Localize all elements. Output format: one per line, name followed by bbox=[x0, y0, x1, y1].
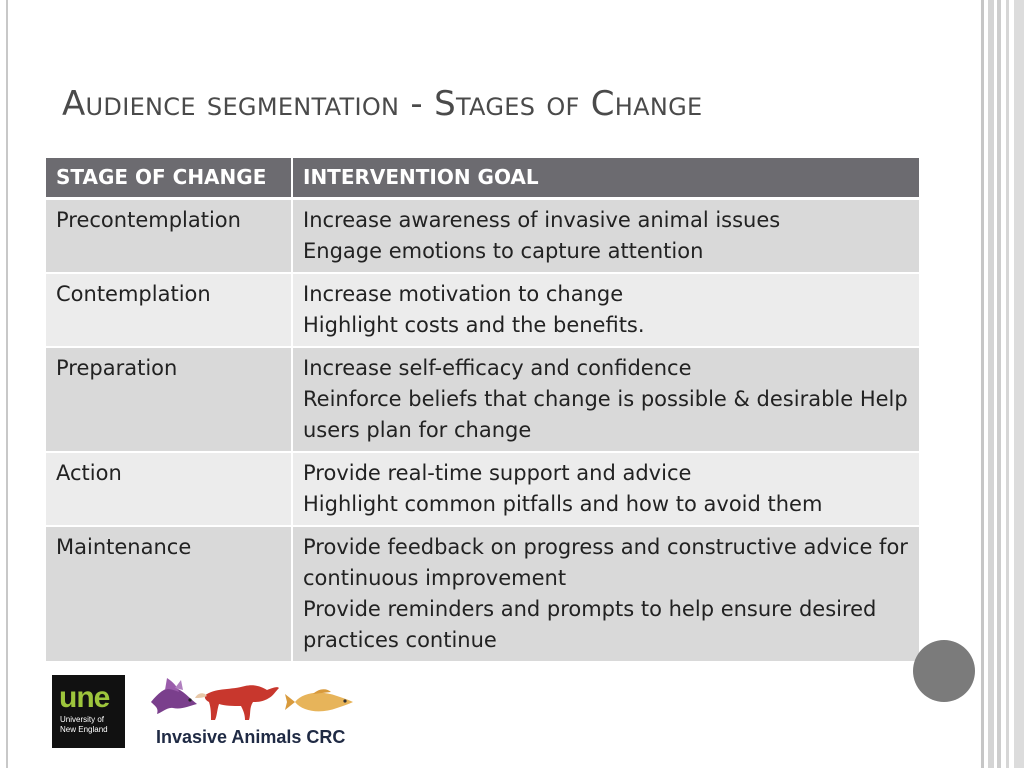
stage-cell: Precontemplation bbox=[46, 198, 293, 274]
table-row: Maintenance Provide feedback on progress… bbox=[46, 526, 919, 663]
decorative-circle bbox=[913, 640, 975, 702]
table-row: Action Provide real-time support and adv… bbox=[46, 452, 919, 527]
slide-frame-right-line bbox=[1006, 0, 1009, 768]
table-row: Precontemplation Increase awareness of i… bbox=[46, 198, 919, 274]
goal-cell: Increase awareness of invasive animal is… bbox=[292, 198, 919, 274]
une-logo: une University of New England bbox=[52, 675, 125, 748]
slide-frame-left-line bbox=[6, 0, 8, 768]
une-logo-line: University of bbox=[60, 715, 105, 724]
une-logo-wordmark: une bbox=[59, 681, 110, 714]
column-header-stage: STAGE OF CHANGE bbox=[46, 158, 293, 200]
goal-line: Highlight costs and the benefits. bbox=[303, 313, 645, 337]
goal-cell: Provide real-time support and advice Hig… bbox=[292, 452, 919, 527]
une-logo-line: New England bbox=[60, 725, 108, 734]
goal-line: Increase motivation to change bbox=[303, 282, 624, 306]
goal-cell: Increase motivation to change Highlight … bbox=[292, 273, 919, 348]
goal-line: Reinforce beliefs that change is possibl… bbox=[303, 387, 908, 442]
stages-of-change-table: STAGE OF CHANGE INTERVENTION GOAL Precon… bbox=[46, 158, 919, 663]
column-header-goal: INTERVENTION GOAL bbox=[292, 158, 919, 200]
goal-cell: Provide feedback on progress and constru… bbox=[292, 526, 919, 663]
goal-line: Engage emotions to capture attention bbox=[303, 239, 704, 263]
stage-cell: Preparation bbox=[46, 347, 293, 453]
stage-cell: Maintenance bbox=[46, 526, 293, 663]
goal-line: Highlight common pitfalls and how to avo… bbox=[303, 492, 823, 516]
goal-line: Provide real-time support and advice bbox=[303, 461, 692, 485]
table-row: Preparation Increase self-efficacy and c… bbox=[46, 347, 919, 453]
slide-frame-right-line bbox=[988, 0, 994, 768]
fish-icon bbox=[285, 689, 353, 712]
stage-cell: Contemplation bbox=[46, 273, 293, 348]
stage-cell: Action bbox=[46, 452, 293, 527]
table-row: Contemplation Increase motivation to cha… bbox=[46, 273, 919, 348]
goal-line: Increase awareness of invasive animal is… bbox=[303, 208, 781, 232]
slide-frame-right-line bbox=[981, 0, 984, 768]
slide-frame-right-line bbox=[997, 0, 1001, 768]
une-logo-subtitle: University of New England bbox=[60, 715, 108, 735]
table-header-row: STAGE OF CHANGE INTERVENTION GOAL bbox=[46, 158, 919, 200]
slide-title: Audience segmentation - Stages of Change bbox=[62, 84, 703, 124]
goal-line: Provide reminders and prompts to help en… bbox=[303, 597, 877, 652]
slide-frame-right-line bbox=[1014, 0, 1024, 768]
bird-icon bbox=[151, 678, 197, 714]
invasive-animals-crc-label: Invasive Animals CRC bbox=[156, 727, 346, 747]
invasive-animals-logo-icon bbox=[151, 678, 353, 720]
goal-line: Increase self-efficacy and confidence bbox=[303, 356, 692, 380]
goal-line: Provide feedback on progress and constru… bbox=[303, 535, 908, 590]
goal-cell: Increase self-efficacy and confidence Re… bbox=[292, 347, 919, 453]
fox-icon bbox=[195, 685, 279, 720]
